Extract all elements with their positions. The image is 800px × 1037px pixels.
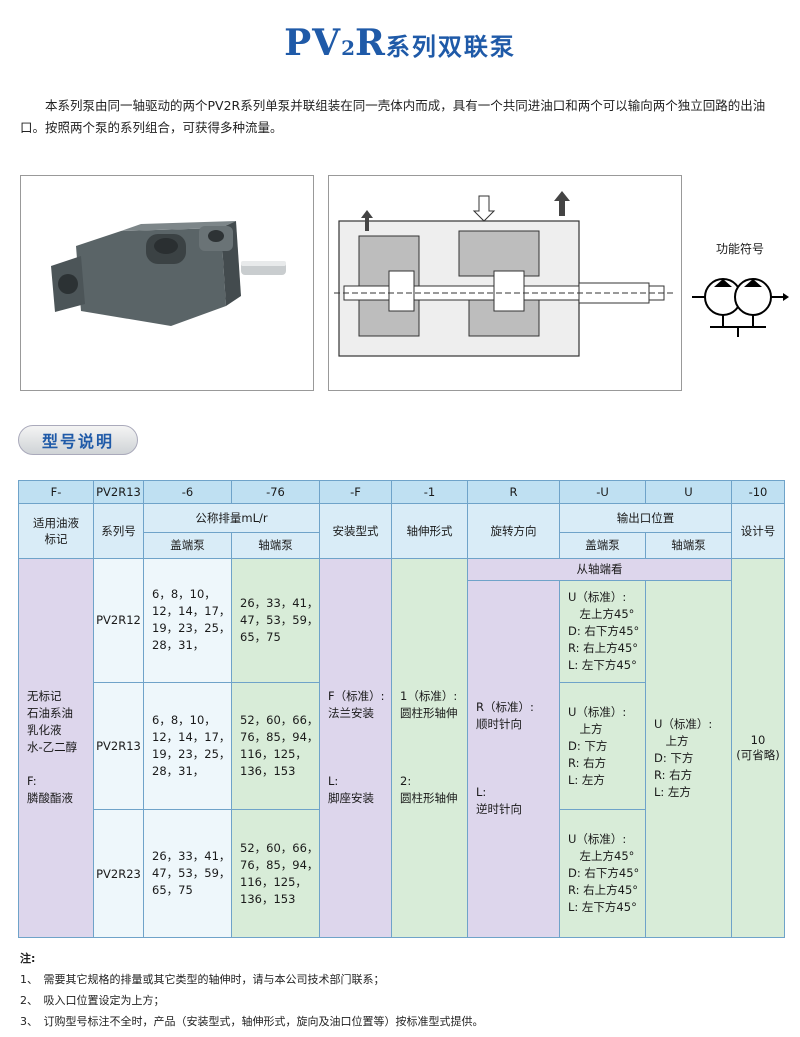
cover-displacement: 6，8，10， 12，14，17， 19，23，25， 28，31， [143,681,232,811]
function-symbol: 功能符号 [690,240,790,350]
outlet-shaft-options: U（标准）: 上方 D: 下方 R: 右方 L: 左方 [645,579,732,939]
code-cell: F- [18,479,94,505]
title-suffix: 系列双联泵 [385,33,516,61]
header-displacement: 公称排量mL/r [143,503,320,534]
notes: 注: 1、 需要其它规格的排量或其它类型的轴伸时，请与本公司技术部门联系； 2、… [20,948,780,1032]
function-symbol-label: 功能符号 [715,242,764,256]
page-title: PV2R系列双联泵 [0,22,800,64]
model-code-table: F- PV2R13 -6 -76 -F -1 R -U U -10 适用油液 标… [18,479,785,939]
code-cell: U [645,479,732,505]
outlet-cover-options: U（标准）: 左上方45° D: 右下方45° R: 右上方45° L: 左下方… [559,579,646,683]
shaft-displacement: 26，33，41， 47，53，59， 65，75 [231,557,320,683]
oil-options: 无标记 石油系油 乳化液 水-乙二醇 F: 膦酸酯液 [18,557,94,939]
mounting-options: F（标准）: 法兰安装 L: 脚座安装 [319,557,392,939]
header-rotation: 旋转方向 [467,503,560,559]
title-pv: PV [284,22,342,64]
header-outlet: 输出口位置 [559,503,732,534]
code-cell: -6 [143,479,232,505]
code-cell: -76 [231,479,320,505]
header-outlet-shaft: 轴端泵 [645,532,732,559]
code-cell: -U [559,479,646,505]
header-cover-pump: 盖端泵 [143,532,232,559]
section-diagram [328,175,682,391]
series-cell: PV2R23 [93,809,144,938]
header-shaft-pump: 轴端泵 [231,532,320,559]
header-oil: 适用油液 标记 [18,503,94,559]
code-row: F- PV2R13 -6 -76 -F -1 R -U U -10 [18,479,785,505]
series-cell: PV2R12 [93,557,144,683]
title-r: R [355,22,386,64]
shaft-ext-options: 1（标准）: 圆柱形轴伸 2: 圆柱形轴伸 [391,557,468,939]
outlet-cover-options: U（标准）: 左上方45° D: 右下方45° R: 右上方45° L: 左下方… [559,809,646,938]
view-from-shaft: 从轴端看 [467,557,732,581]
intro-paragraph: 本系列泵由同一轴驱动的两个PV2R系列单泵并联组装在同一壳体内而成，具有一个共同… [20,98,766,135]
code-cell: R [467,479,560,505]
rotation-options: R（标准）: 顺时针向 L: 逆时针向 [467,579,560,939]
series-cell: PV2R13 [93,681,144,811]
note-item: 1、 需要其它规格的排量或其它类型的轴伸时，请与本公司技术部门联系； [20,973,385,986]
shaft-displacement: 52，60，66， 76，85，94， 116，125， 136，153 [231,681,320,811]
cover-displacement: 6，8，10， 12，14，17， 19，23，25， 28，31， [143,557,232,683]
design-number: 10 (可省略) [731,557,785,939]
header-outlet-cover: 盖端泵 [559,532,646,559]
pump-photo [20,175,314,391]
note-item: 2、 吸入口位置设定为上方； [20,994,165,1007]
outlet-cover-options: U（标准）: 上方 D: 下方 R: 右方 L: 左方 [559,681,646,811]
cover-displacement: 26，33，41， 47，53，59， 65，75 [143,809,232,938]
notes-heading: 注: [20,952,36,965]
note-item: 3、 订购型号标注不全时，产品（安装型式，轴伸形式，旋向及油口位置等）按标准型式… [20,1015,484,1028]
header-series: 系列号 [93,503,144,559]
code-cell: -1 [391,479,468,505]
shaft-displacement: 52，60，66， 76，85，94， 116，125， 136，153 [231,809,320,938]
title-sub: 2 [341,36,355,60]
code-cell: -10 [731,479,785,505]
header-mounting: 安装型式 [319,503,392,559]
code-cell: -F [319,479,392,505]
model-description-heading: 型号说明 [18,425,138,455]
header-design: 设计号 [731,503,785,559]
header-shaft-ext: 轴伸形式 [391,503,468,559]
code-cell: PV2R13 [93,479,144,505]
